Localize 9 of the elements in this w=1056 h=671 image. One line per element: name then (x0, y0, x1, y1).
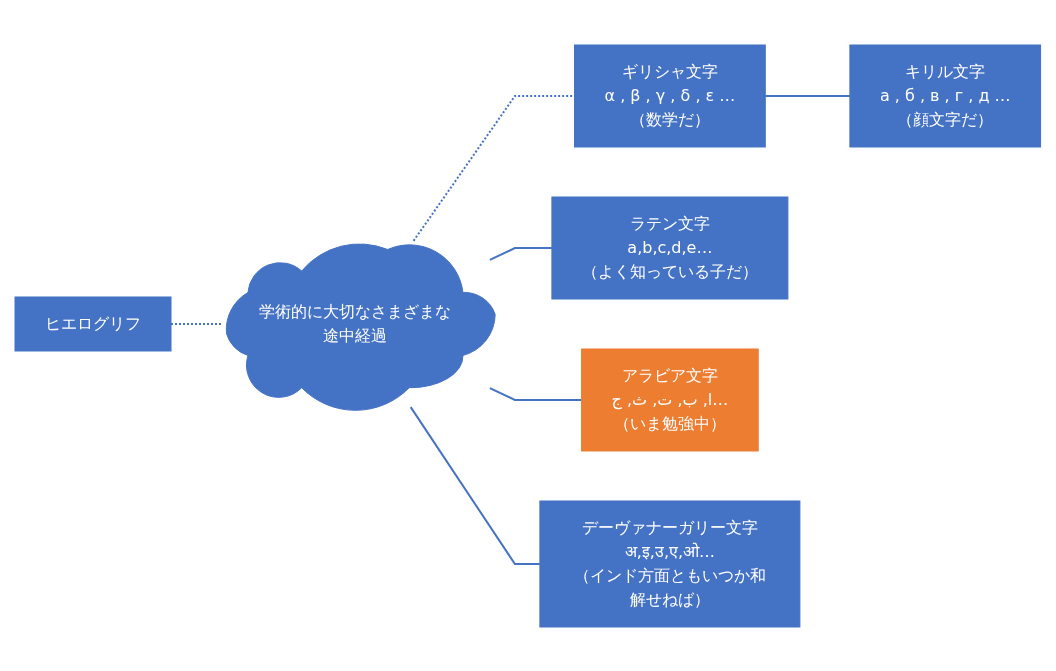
node-box: ヒエログリフ (14, 296, 172, 351)
node-box: ラテン文字 a,b,c,d,e… （よく知っている子だ） (551, 196, 789, 299)
connector (489, 246, 554, 261)
node-box: デーヴァナーガリー文字 अ,इ,उ,ए,ओ… （インド方面ともいつか和解せねば） (539, 500, 801, 627)
node-box: キリル文字 а , б , в , г , д … （顔文字だ） (849, 44, 1042, 147)
connector (409, 405, 542, 565)
node-box: ギリシャ文字 α , β , γ , δ , ε … （数学だ） (574, 44, 766, 147)
connector (764, 94, 852, 97)
connector (489, 386, 583, 401)
